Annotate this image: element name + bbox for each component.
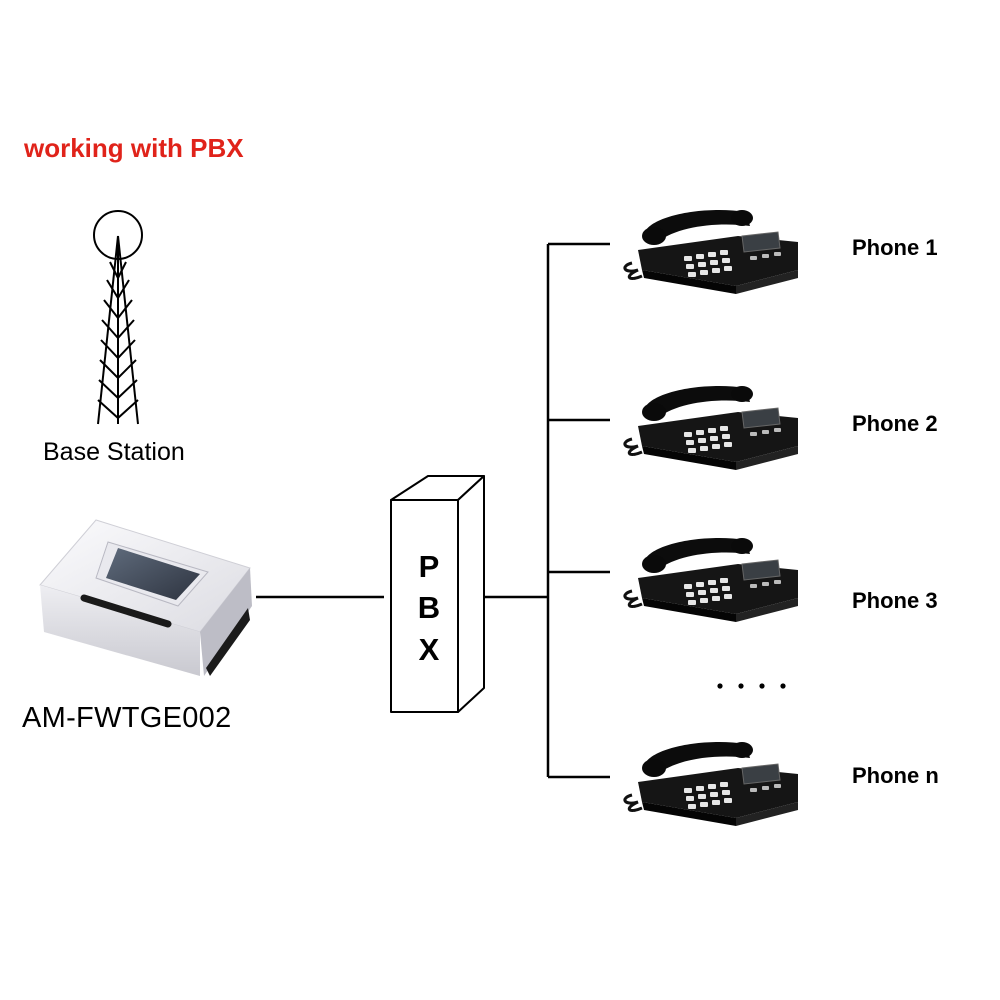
pbx-letter: B	[417, 590, 441, 625]
phone-3-label: Phone 3	[852, 588, 938, 613]
phone-3-icon	[623, 536, 800, 624]
phone-1-icon	[623, 208, 800, 296]
gateway-model-label: AM-FWTGE002	[22, 702, 232, 734]
phone-n-label: Phone n	[852, 763, 939, 788]
ellipsis-dots	[717, 683, 786, 689]
pbx-box	[390, 475, 485, 713]
gateway-device-icon	[39, 519, 252, 676]
base-station-tower-icon	[93, 210, 143, 425]
pbx-letter: P	[418, 549, 440, 584]
connection-lines	[256, 242, 610, 779]
phone-2-label: Phone 2	[852, 411, 938, 436]
base-station-label: Base Station	[43, 438, 185, 466]
diagram-title: working with PBX	[24, 133, 244, 163]
phone-2-icon	[623, 384, 800, 472]
phone-1-label: Phone 1	[852, 235, 938, 260]
pbx-letter: X	[418, 632, 440, 667]
phone-n-icon	[623, 740, 800, 828]
